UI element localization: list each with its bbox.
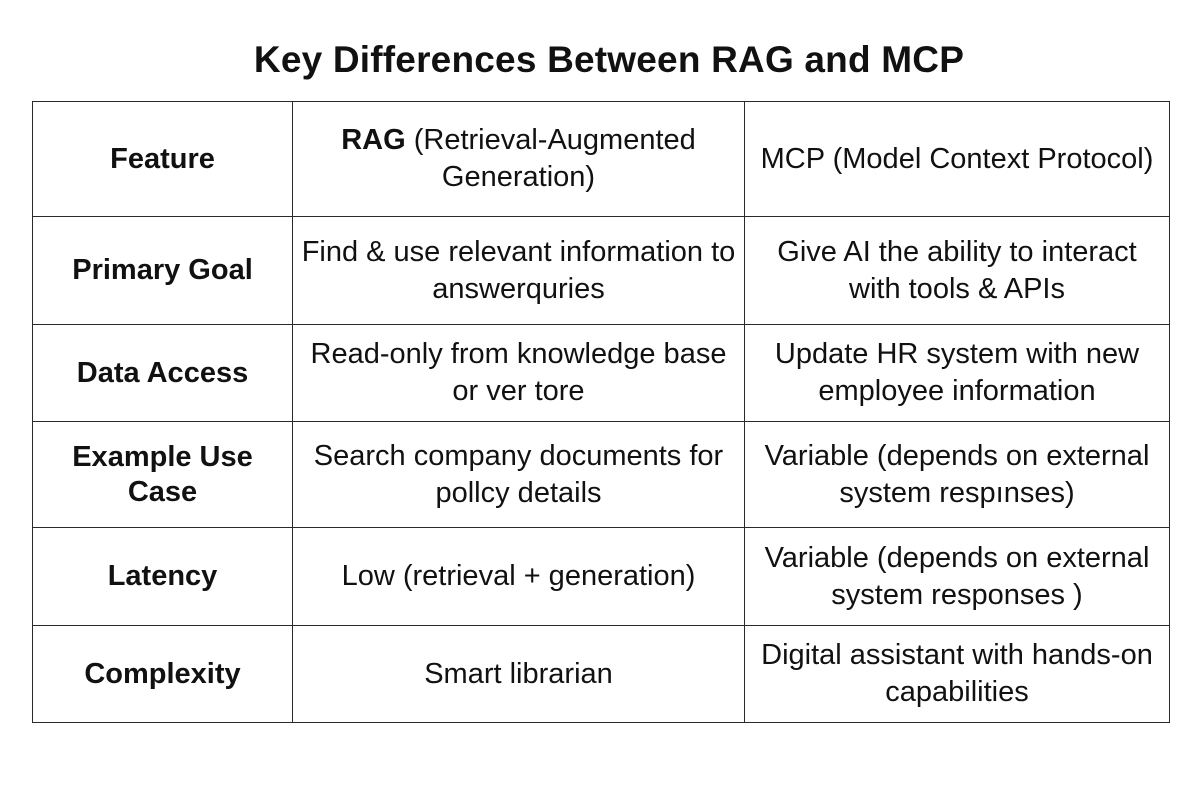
header-mcp-label: MCP (Model Context Protocol) <box>760 142 1154 175</box>
header-rag-acronym: RAG <box>341 124 406 156</box>
rag-cell: Low (retrieval + generation) <box>292 527 745 626</box>
feature-cell: Data Access <box>32 324 293 422</box>
mcp-value: Update HR system with new employee infor… <box>774 338 1140 407</box>
feature-label: Latency <box>107 560 218 592</box>
mcp-value: Variable (depends on external system res… <box>764 439 1150 509</box>
header-feature: Feature <box>32 101 293 217</box>
feature-label: Example Use Case <box>72 440 253 508</box>
mcp-value: Give AI the ability to interact with too… <box>777 235 1137 305</box>
mcp-cell: Digital assistant with hands-on capabili… <box>744 625 1170 723</box>
mcp-cell: Give AI the ability to interact with too… <box>744 216 1170 325</box>
header-mcp: MCP (Model Context Protocol) <box>744 101 1170 217</box>
mcp-cell: Update HR system with new employee infor… <box>744 324 1170 422</box>
rag-cell: Search company documents for pollcy deta… <box>292 421 745 528</box>
rag-value: Search company documents for pollcy deta… <box>313 439 724 509</box>
rag-value: Low (retrieval + generation) <box>341 560 696 592</box>
table-row: Latency Low (retrieval + generation) Var… <box>32 527 1170 626</box>
rag-cell: Find & use relevant information to answe… <box>292 216 745 325</box>
table-row: Complexity Smart librarian Digital assis… <box>32 625 1170 723</box>
comparison-table: Feature RAG (Retrieval-Augmented Generat… <box>32 101 1170 723</box>
rag-value: Smart librarian <box>424 657 613 690</box>
rag-value: Find & use relevant information to answe… <box>301 235 736 305</box>
feature-label: Data Access <box>76 356 249 389</box>
feature-label: Primary Goal <box>72 254 253 286</box>
mcp-cell: Variable (depends on external system res… <box>744 421 1170 528</box>
header-feature-label: Feature <box>110 142 215 175</box>
rag-cell: Smart librarian <box>292 625 745 723</box>
table-row: Example Use Case Search company document… <box>32 421 1170 528</box>
rag-cell: Read-only from knowledge base or ver tor… <box>292 324 745 422</box>
feature-cell: Complexity <box>32 625 293 723</box>
rag-value: Read-only from knowledge base or ver tor… <box>310 338 727 407</box>
feature-cell: Latency <box>32 527 293 626</box>
mcp-cell: Variable (depends on external system res… <box>744 527 1170 626</box>
header-rag-expansion: (Retrieval-Augmented Generation) <box>405 124 696 193</box>
table-row: Primary Goal Find & use relevant informa… <box>32 216 1170 325</box>
mcp-value: Digital assistant with hands-on capabili… <box>761 639 1153 708</box>
header-rag-label: RAG (Retrieval-Augmented Generation) <box>301 122 736 196</box>
mcp-value: Variable (depends on external system res… <box>764 541 1150 611</box>
table-row: Data Access Read-only from knowledge bas… <box>32 324 1170 422</box>
feature-cell: Example Use Case <box>32 421 293 528</box>
table-header-row: Feature RAG (Retrieval-Augmented Generat… <box>32 101 1170 217</box>
header-rag: RAG (Retrieval-Augmented Generation) <box>292 101 745 217</box>
page-title: Key Differences Between RAG and MCP <box>253 39 965 80</box>
feature-cell: Primary Goal <box>32 216 293 325</box>
feature-label: Complexity <box>84 657 241 690</box>
